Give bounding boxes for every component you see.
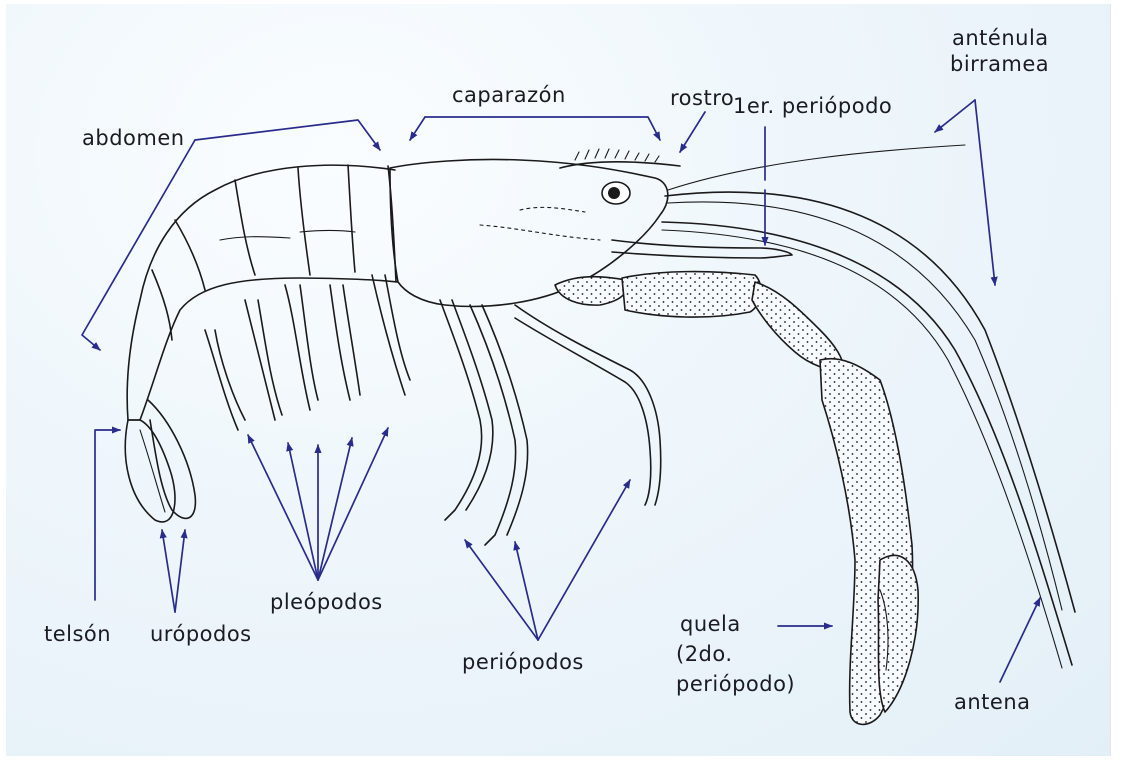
- label-carapace: caparazón: [452, 83, 566, 107]
- tail-fan: [125, 400, 195, 522]
- pereiopods-arrow-3: [538, 480, 630, 640]
- pleopods-arrow-4: [318, 438, 352, 580]
- rostrum: [560, 162, 680, 168]
- label-uropods: urópodos: [150, 622, 252, 646]
- carapace-arrow-left: [410, 117, 425, 140]
- label-first-pereiopod: 1er. periópodo: [733, 94, 892, 118]
- label-antennule-line2: birramea: [950, 52, 1049, 76]
- pleopods: [205, 275, 410, 430]
- carapace-arrow-right: [425, 117, 660, 140]
- label-abdomen: abdomen: [82, 126, 185, 150]
- label-chela-line1: quela: [680, 612, 741, 636]
- pleopods-arrow-2: [288, 443, 318, 580]
- telson-arrow: [95, 430, 120, 600]
- pleopods-arrow-5: [318, 428, 388, 580]
- antenna-arrow: [1000, 598, 1040, 682]
- walking-legs: [440, 300, 661, 545]
- label-telson: telsón: [44, 622, 111, 646]
- shrimp-illustration: [125, 145, 1075, 724]
- label-rostrum: rostro: [670, 86, 734, 110]
- uropods-arrow-2: [175, 530, 185, 612]
- uropods-arrow-1: [162, 530, 175, 612]
- label-pleopods: pleópodos: [270, 590, 383, 614]
- label-antenna: antena: [954, 690, 1031, 714]
- antennule-arrow-1: [935, 100, 975, 132]
- abdomen-arrow-to-tail: [82, 140, 195, 350]
- abdomen-arrow-to-carapace-edge: [195, 120, 380, 150]
- label-pereiopods: periópodos: [462, 650, 584, 674]
- second-pereiopod-claw: [555, 272, 918, 725]
- antennule-arrow-2: [975, 100, 995, 285]
- label-chela-line3: periópodo): [676, 672, 795, 696]
- rostrum-arrow: [680, 112, 705, 152]
- label-chela-line2: (2do.: [676, 642, 733, 666]
- label-antennule-line1: anténula: [952, 26, 1049, 50]
- pleopods-arrow-1: [248, 435, 318, 580]
